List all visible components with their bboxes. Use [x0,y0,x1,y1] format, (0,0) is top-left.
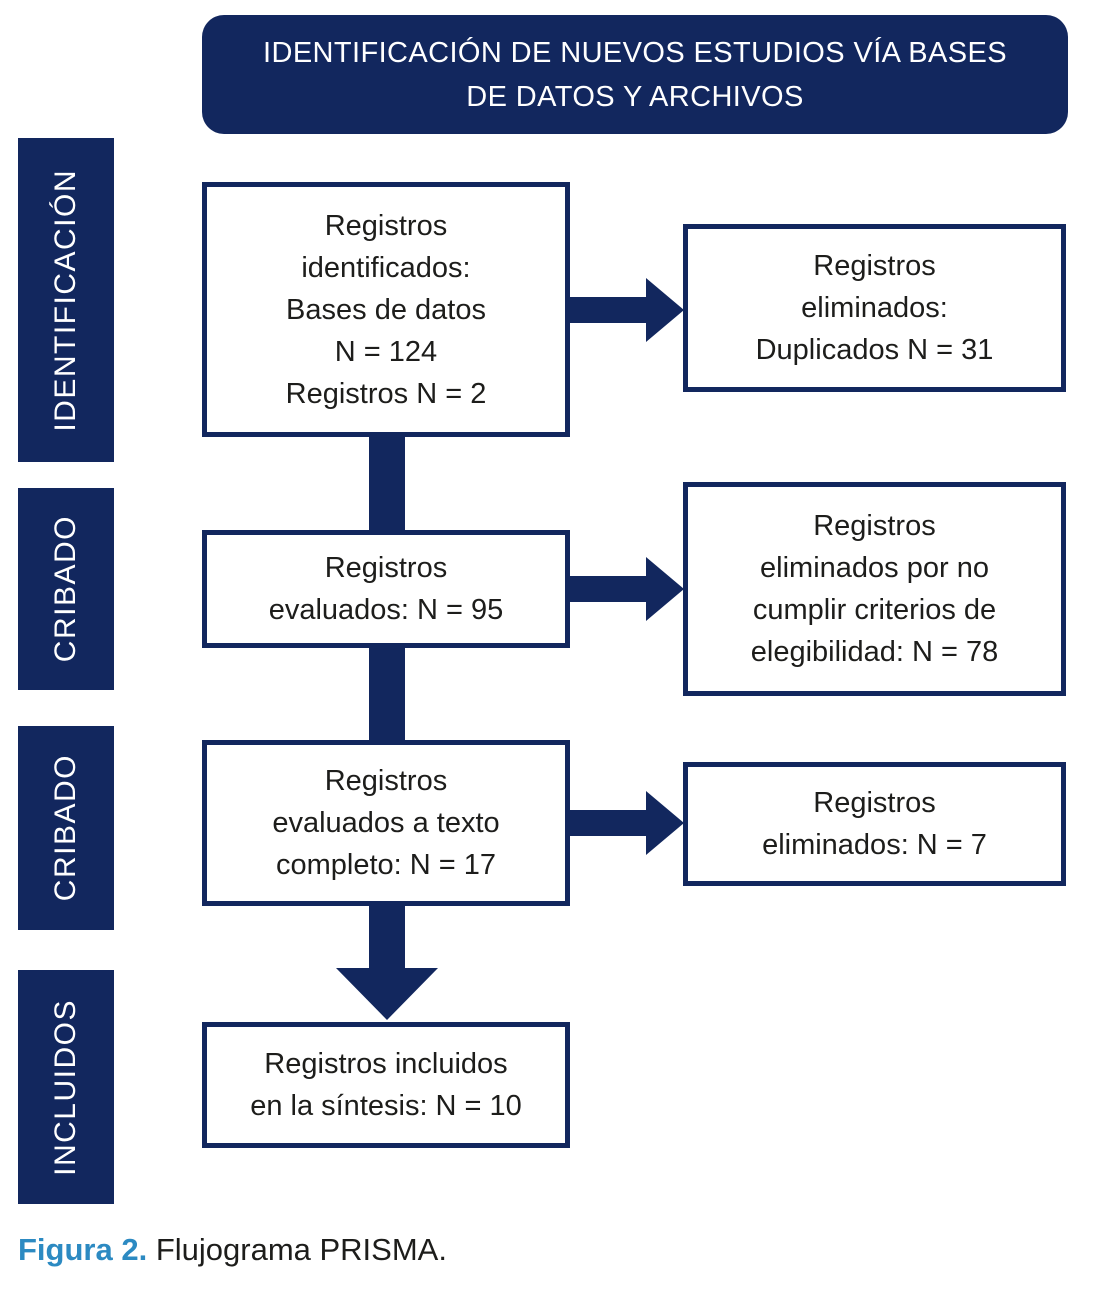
right-arrow-2-shaft [568,576,648,602]
stage-identification-label: IDENTIFICACIÓN [49,168,82,432]
right-arrow-3-head-icon [646,791,684,855]
right-arrow-3-shaft [568,810,648,836]
box-records-identified-text: Registros identificados: Bases de datos … [285,209,487,410]
box-removed-fulltext: Registros eliminados: N = 7 [683,762,1066,886]
box-records-screened: Registros evaluados: N = 95 [202,530,570,648]
stage-identification: IDENTIFICACIÓN [18,138,114,462]
box-records-included-text: Registros incluidos en la síntesis: N = … [250,1048,522,1122]
box-records-fulltext-text: Registros evaluados a texto completo: N … [272,765,500,881]
box-removed-duplicates-text: Registros eliminados: Duplicados N = 31 [755,250,994,366]
stage-cribado-1-label: CRIBADO [49,515,82,663]
figure-caption: Figura 2. Flujograma PRISMA. [18,1230,447,1270]
stage-cribado-2: CRIBADO [18,726,114,930]
right-arrow-2-head-icon [646,557,684,621]
box-records-identified: Registros identificados: Bases de datos … [202,182,570,437]
right-arrow-1-head-icon [646,278,684,342]
box-removed-eligibility: Registros eliminados por no cumplir crit… [683,482,1066,696]
down-arrow-head-icon [336,968,438,1020]
box-removed-fulltext-text: Registros eliminados: N = 7 [762,787,987,861]
stage-incluidos-label: INCLUIDOS [49,998,82,1176]
down-connector-2 [369,645,405,744]
box-removed-duplicates: Registros eliminados: Duplicados N = 31 [683,224,1066,392]
right-arrow-1-shaft [568,297,648,323]
figure-caption-text: Flujograma PRISMA. [147,1232,447,1267]
stage-incluidos: INCLUIDOS [18,970,114,1204]
stage-cribado-2-label: CRIBADO [49,754,82,902]
box-records-screened-text: Registros evaluados: N = 95 [268,552,504,626]
figure-caption-number: Figura 2. [18,1232,148,1267]
diagram-header: IDENTIFICACIÓN DE NUEVOS ESTUDIOS VÍA BA… [202,15,1068,134]
box-records-included: Registros incluidos en la síntesis: N = … [202,1022,570,1148]
down-arrow-shaft [369,903,405,971]
box-records-fulltext: Registros evaluados a texto completo: N … [202,740,570,906]
box-removed-eligibility-text: Registros eliminados por no cumplir crit… [750,510,999,668]
down-connector-1 [369,434,405,534]
diagram-header-title: IDENTIFICACIÓN DE NUEVOS ESTUDIOS VÍA BA… [263,36,1007,113]
stage-cribado-1: CRIBADO [18,488,114,690]
